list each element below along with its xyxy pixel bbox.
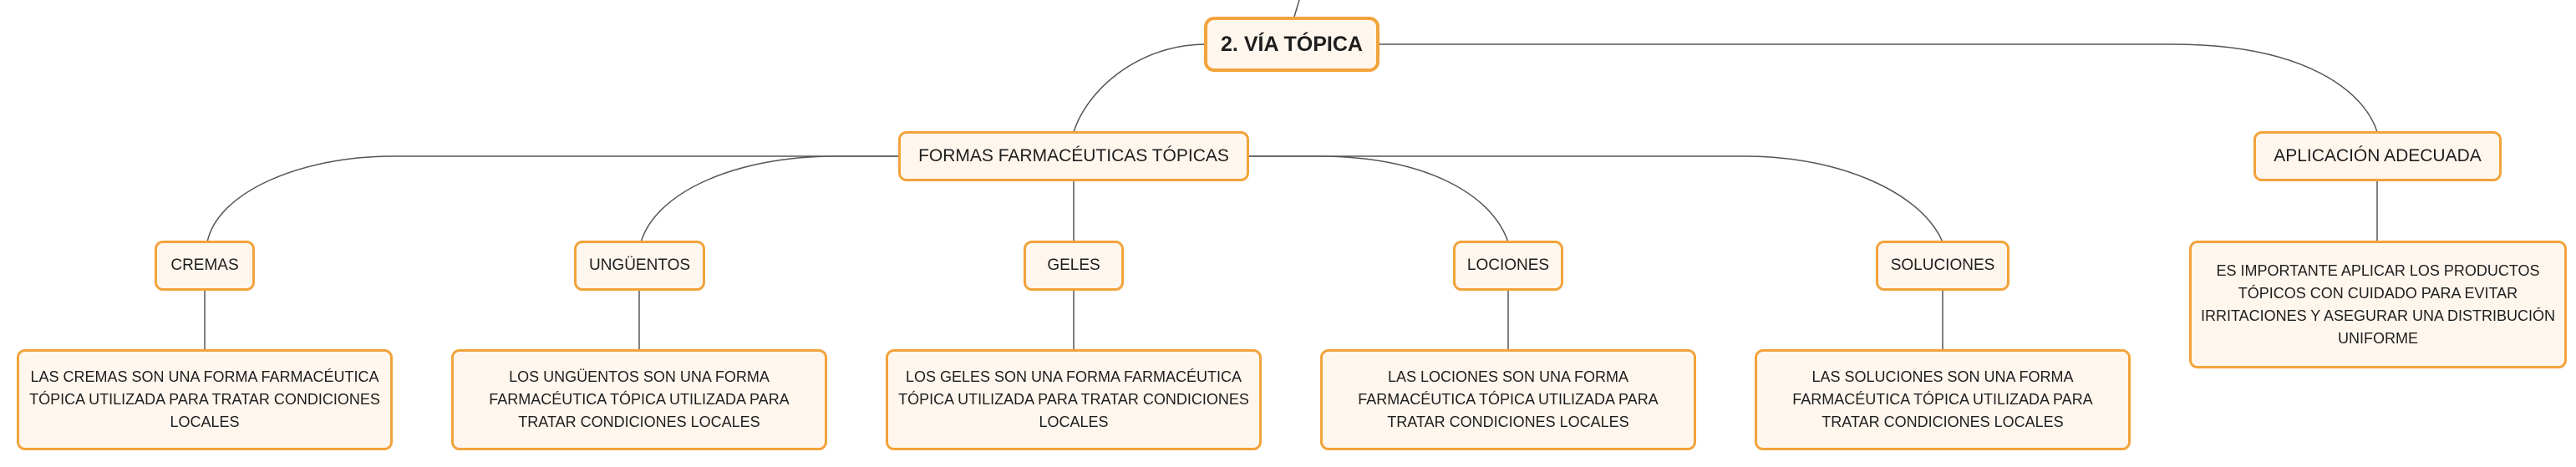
connector-parent-root — [1293, 0, 1300, 18]
desc-text-geles: LOS GELES SON UNA FORMA FARMACÉUTICA TÓP… — [898, 368, 1249, 430]
form-label-geles: GELES — [1047, 256, 1100, 274]
branch-formas-label: FORMAS FARMACÉUTICAS TÓPICAS — [918, 146, 1229, 165]
desc-node-cremas[interactable]: LAS CREMAS SON UNA FORMA FARMACÉUTICA TÓ… — [17, 349, 393, 450]
branch-aplicacion-node[interactable]: APLICACIÓN ADECUADA — [2253, 131, 2502, 181]
connector-formas-unguentos — [640, 155, 898, 243]
connector-root-aplicacion — [1379, 43, 2378, 133]
desc-text-cremas: LAS CREMAS SON UNA FORMA FARMACÉUTICA TÓ… — [29, 368, 380, 430]
form-label-cremas: CREMAS — [170, 256, 239, 274]
branch-formas-node[interactable]: FORMAS FARMACÉUTICAS TÓPICAS — [898, 131, 1249, 181]
form-node-soluciones[interactable]: SOLUCIONES — [1876, 241, 2009, 291]
connector-formas-soluciones — [1249, 155, 1943, 243]
desc-node-soluciones[interactable]: LAS SOLUCIONES SON UNA FORMA FARMACÉUTIC… — [1755, 349, 2131, 450]
form-node-lociones[interactable]: LOCIONES — [1453, 241, 1563, 291]
form-node-cremas[interactable]: CREMAS — [155, 241, 255, 291]
form-label-unguentos: UNGÜENTOS — [588, 256, 691, 274]
connector-root-formas — [1073, 43, 1207, 133]
form-node-geles[interactable]: GELES — [1024, 241, 1124, 291]
desc-text-lociones: LAS LOCIONES SON UNA FORMA FARMACÉUTICA … — [1358, 368, 1659, 430]
connector-formas-lociones — [1249, 155, 1509, 243]
connector-formas-cremas — [206, 155, 898, 243]
desc-node-geles[interactable]: LOS GELES SON UNA FORMA FARMACÉUTICA TÓP… — [886, 349, 1262, 450]
form-label-soluciones: SOLUCIONES — [1890, 256, 1995, 274]
desc-node-unguentos[interactable]: LOS UNGÜENTOS SON UNA FORMA FARMACÉUTICA… — [451, 349, 827, 450]
desc-text-soluciones: LAS SOLUCIONES SON UNA FORMA FARMACÉUTIC… — [1792, 368, 2093, 430]
desc-node-aplicacion[interactable]: ES IMPORTANTE APLICAR LOS PRODUCTOS TÓPI… — [2189, 241, 2567, 368]
desc-text-aplicacion: ES IMPORTANTE APLICAR LOS PRODUCTOS TÓPI… — [2200, 261, 2556, 347]
branch-aplicacion-label: APLICACIÓN ADECUADA — [2274, 146, 2482, 165]
root-node[interactable]: 2. VÍA TÓPICA — [1204, 17, 1379, 72]
desc-node-lociones[interactable]: LAS LOCIONES SON UNA FORMA FARMACÉUTICA … — [1320, 349, 1696, 450]
form-node-unguentos[interactable]: UNGÜENTOS — [574, 241, 705, 291]
root-label: 2. VÍA TÓPICA — [1221, 32, 1363, 56]
desc-text-unguentos: LOS UNGÜENTOS SON UNA FORMA FARMACÉUTICA… — [489, 368, 790, 430]
form-label-lociones: LOCIONES — [1466, 256, 1550, 274]
